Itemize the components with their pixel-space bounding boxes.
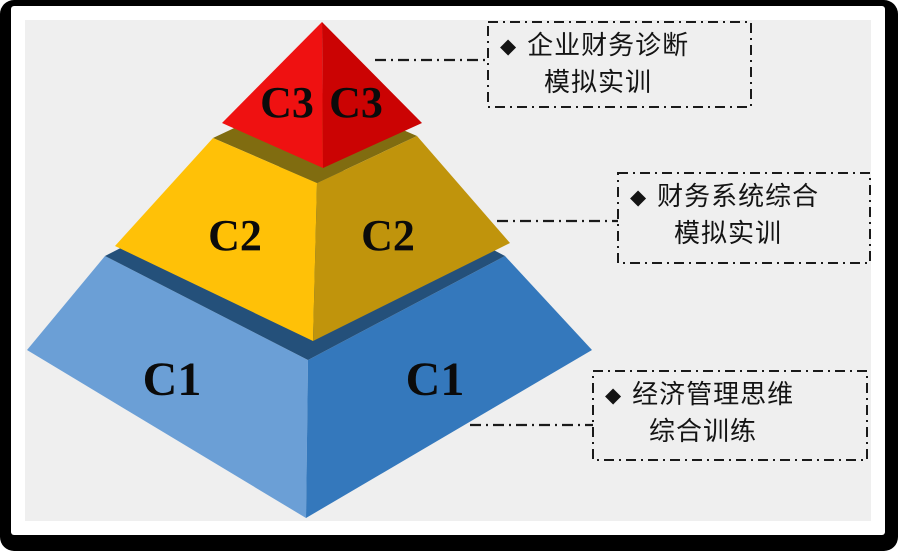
callout-c1-line2: 综合训练: [649, 416, 758, 446]
callout-box-c1: ◆ 经济管理思维 综合训练: [593, 371, 867, 460]
diagram-canvas: C3 C3 C2 C2 C1 C1 ◆ 企业财务诊断: [25, 20, 871, 521]
level-c3-right-face: [322, 22, 422, 168]
callout-box-c3: ◆ 企业财务诊断 模拟实训: [488, 22, 751, 107]
level-c1-left-face: [27, 256, 308, 518]
level-c1-label-right: C1: [406, 353, 465, 406]
level-c3-label-right: C3: [329, 78, 383, 127]
callout-c2-line1: 财务系统综合: [657, 181, 820, 211]
callout-c3-line2: 模拟实训: [544, 67, 653, 97]
level-c1-label-left: C1: [143, 353, 202, 406]
callout-c1-line1: 经济管理思维: [632, 379, 795, 409]
diamond-bullet-icon: ◆: [605, 384, 623, 407]
callout-c3-line1: 企业财务诊断: [527, 30, 690, 60]
level-c2-left-face: [115, 138, 317, 341]
callout-box-c1-border: [592, 370, 868, 461]
callout-c2-line2: 模拟实训: [674, 218, 783, 248]
level-c1-right-face: [306, 256, 592, 518]
level-c3-left-face: [222, 22, 323, 168]
diamond-bullet-icon: ◆: [500, 35, 518, 58]
slide-mat: C3 C3 C2 C2 C1 C1 ◆ 企业财务诊断: [11, 6, 885, 535]
callout-box-c2-border: [617, 172, 871, 264]
level-c3-label-left: C3: [260, 78, 314, 127]
diamond-bullet-icon: ◆: [630, 186, 648, 209]
level-c2-label-right: C2: [361, 211, 415, 260]
level-c2-right-face: [313, 136, 510, 341]
level-c2-label-left: C2: [208, 211, 262, 260]
callout-box-c2: ◆ 财务系统综合 模拟实训: [618, 173, 870, 263]
pyramid-diagram: C3 C3 C2 C2 C1 C1: [27, 21, 871, 518]
callout-box-c3-border: [487, 21, 752, 108]
